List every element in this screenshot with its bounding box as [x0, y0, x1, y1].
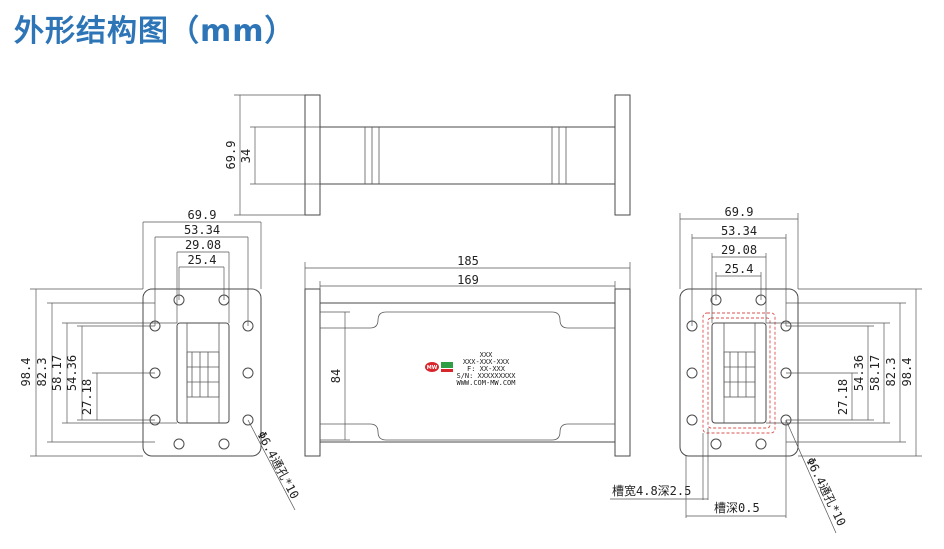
brand-logo: MW — [425, 362, 453, 372]
right-view-flange — [679, 288, 799, 457]
top-view: 69.9 34 — [224, 94, 631, 216]
dim-label-54-36: 54.36 — [852, 355, 866, 391]
dim-label-25-4: 25.4 — [188, 253, 217, 267]
left-end-view: 69.9 53.34 29.08 25.4 98.4 82.3 58.17 54… — [19, 208, 302, 511]
dim-label-29-08: 29.08 — [721, 243, 757, 257]
dim-label-69-9: 69.9 — [725, 205, 754, 219]
dim-label-84: 84 — [329, 369, 343, 383]
left-view-flange — [142, 288, 262, 457]
dim-label-58-17: 58.17 — [868, 355, 882, 391]
dim-label-58-17: 58.17 — [50, 355, 64, 391]
product-label-line: F: XX-XXX — [467, 365, 506, 373]
dim-label-82-3: 82.3 — [884, 358, 898, 387]
product-label-line: XXX-XXX-XXX — [463, 358, 510, 366]
dim-label-69-9: 69.9 — [188, 208, 217, 222]
choke-groove-outline — [702, 312, 776, 434]
dim-label-82-3: 82.3 — [35, 358, 49, 387]
mounting-hole — [755, 438, 767, 450]
right-end-view: 69.9 53.34 29.08 25.4 98.4 82.3 58.17 54… — [610, 205, 922, 534]
dim-label-25-4: 25.4 — [725, 262, 754, 276]
dim-label-34: 34 — [239, 149, 253, 163]
groove-depth-note: 槽深0.5 — [714, 501, 760, 515]
mounting-hole — [242, 367, 254, 379]
right-view-aperture — [711, 322, 767, 424]
svg-text:MW: MW — [427, 365, 438, 371]
side-view-left-flange — [304, 288, 321, 457]
top-view-left-flange — [304, 94, 321, 216]
side-view: 185 169 84 MW XXX XXX-XXX-XXX F: XX-XXX … — [304, 254, 631, 457]
hole-leader-line — [247, 419, 296, 511]
dim-label-53-34: 53.34 — [184, 223, 220, 237]
product-label-line: WWW.COM-MW.COM — [456, 379, 515, 387]
dim-label-69-9: 69.9 — [224, 141, 238, 170]
hole-leader-line — [785, 419, 837, 534]
hole-note: Φ6.4通孔*10 — [254, 429, 301, 501]
product-label-line: XXX — [480, 351, 493, 359]
choke-groove-outline — [707, 317, 771, 429]
mounting-hole — [173, 438, 185, 450]
side-view-bottom-profile — [320, 423, 615, 441]
mounting-hole — [218, 438, 230, 450]
left-view-component — [186, 351, 220, 398]
right-view-component — [723, 351, 756, 398]
dim-label-27-18: 27.18 — [80, 379, 94, 415]
side-view-top-profile — [320, 311, 615, 329]
dim-label-169: 169 — [457, 273, 479, 287]
dim-label-98-4: 98.4 — [19, 358, 33, 387]
hole-note: Φ6.4通孔*10 — [803, 455, 848, 528]
top-view-right-flange — [614, 94, 631, 216]
left-view-aperture — [176, 322, 230, 424]
product-label-line: S/N: XXXXXXXXX — [456, 372, 516, 380]
dim-label-54-36: 54.36 — [65, 355, 79, 391]
groove-width-note: 槽宽4.8深2.5 — [612, 483, 691, 498]
page-title: 外形结构图（mm） — [14, 14, 296, 49]
mounting-hole — [686, 367, 698, 379]
dim-label-27-18: 27.18 — [836, 379, 850, 415]
dim-label-98-4: 98.4 — [900, 358, 914, 387]
mounting-hole — [710, 438, 722, 450]
side-view-right-flange — [614, 288, 631, 457]
top-view-body — [319, 126, 616, 185]
dim-label-185: 185 — [457, 254, 479, 268]
dim-label-29-08: 29.08 — [185, 238, 221, 252]
mounting-hole — [686, 414, 698, 426]
dim-label-53-34: 53.34 — [721, 224, 757, 238]
